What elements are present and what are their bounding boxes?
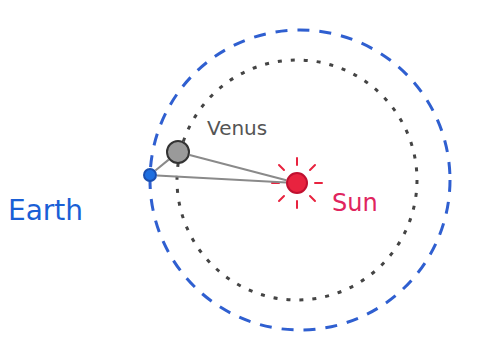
body-label: Sun [330,190,380,216]
body-label: Venus [205,117,269,139]
sun-node: Sun [286,172,308,194]
planet-circle [167,141,189,163]
body-label: Earth [6,196,85,227]
planet-shape [166,140,190,164]
planet-shape [143,168,157,182]
sight-line [155,160,168,171]
planet-circle [287,173,307,193]
planet-shape [286,172,308,194]
venus-node: Venus [166,140,190,164]
planet-circle [144,169,156,181]
sight-line [157,175,286,182]
venus-orbit [177,60,417,300]
earth-node: Earth [143,168,157,182]
earth-orbit [150,30,450,330]
sight-line [190,155,287,180]
